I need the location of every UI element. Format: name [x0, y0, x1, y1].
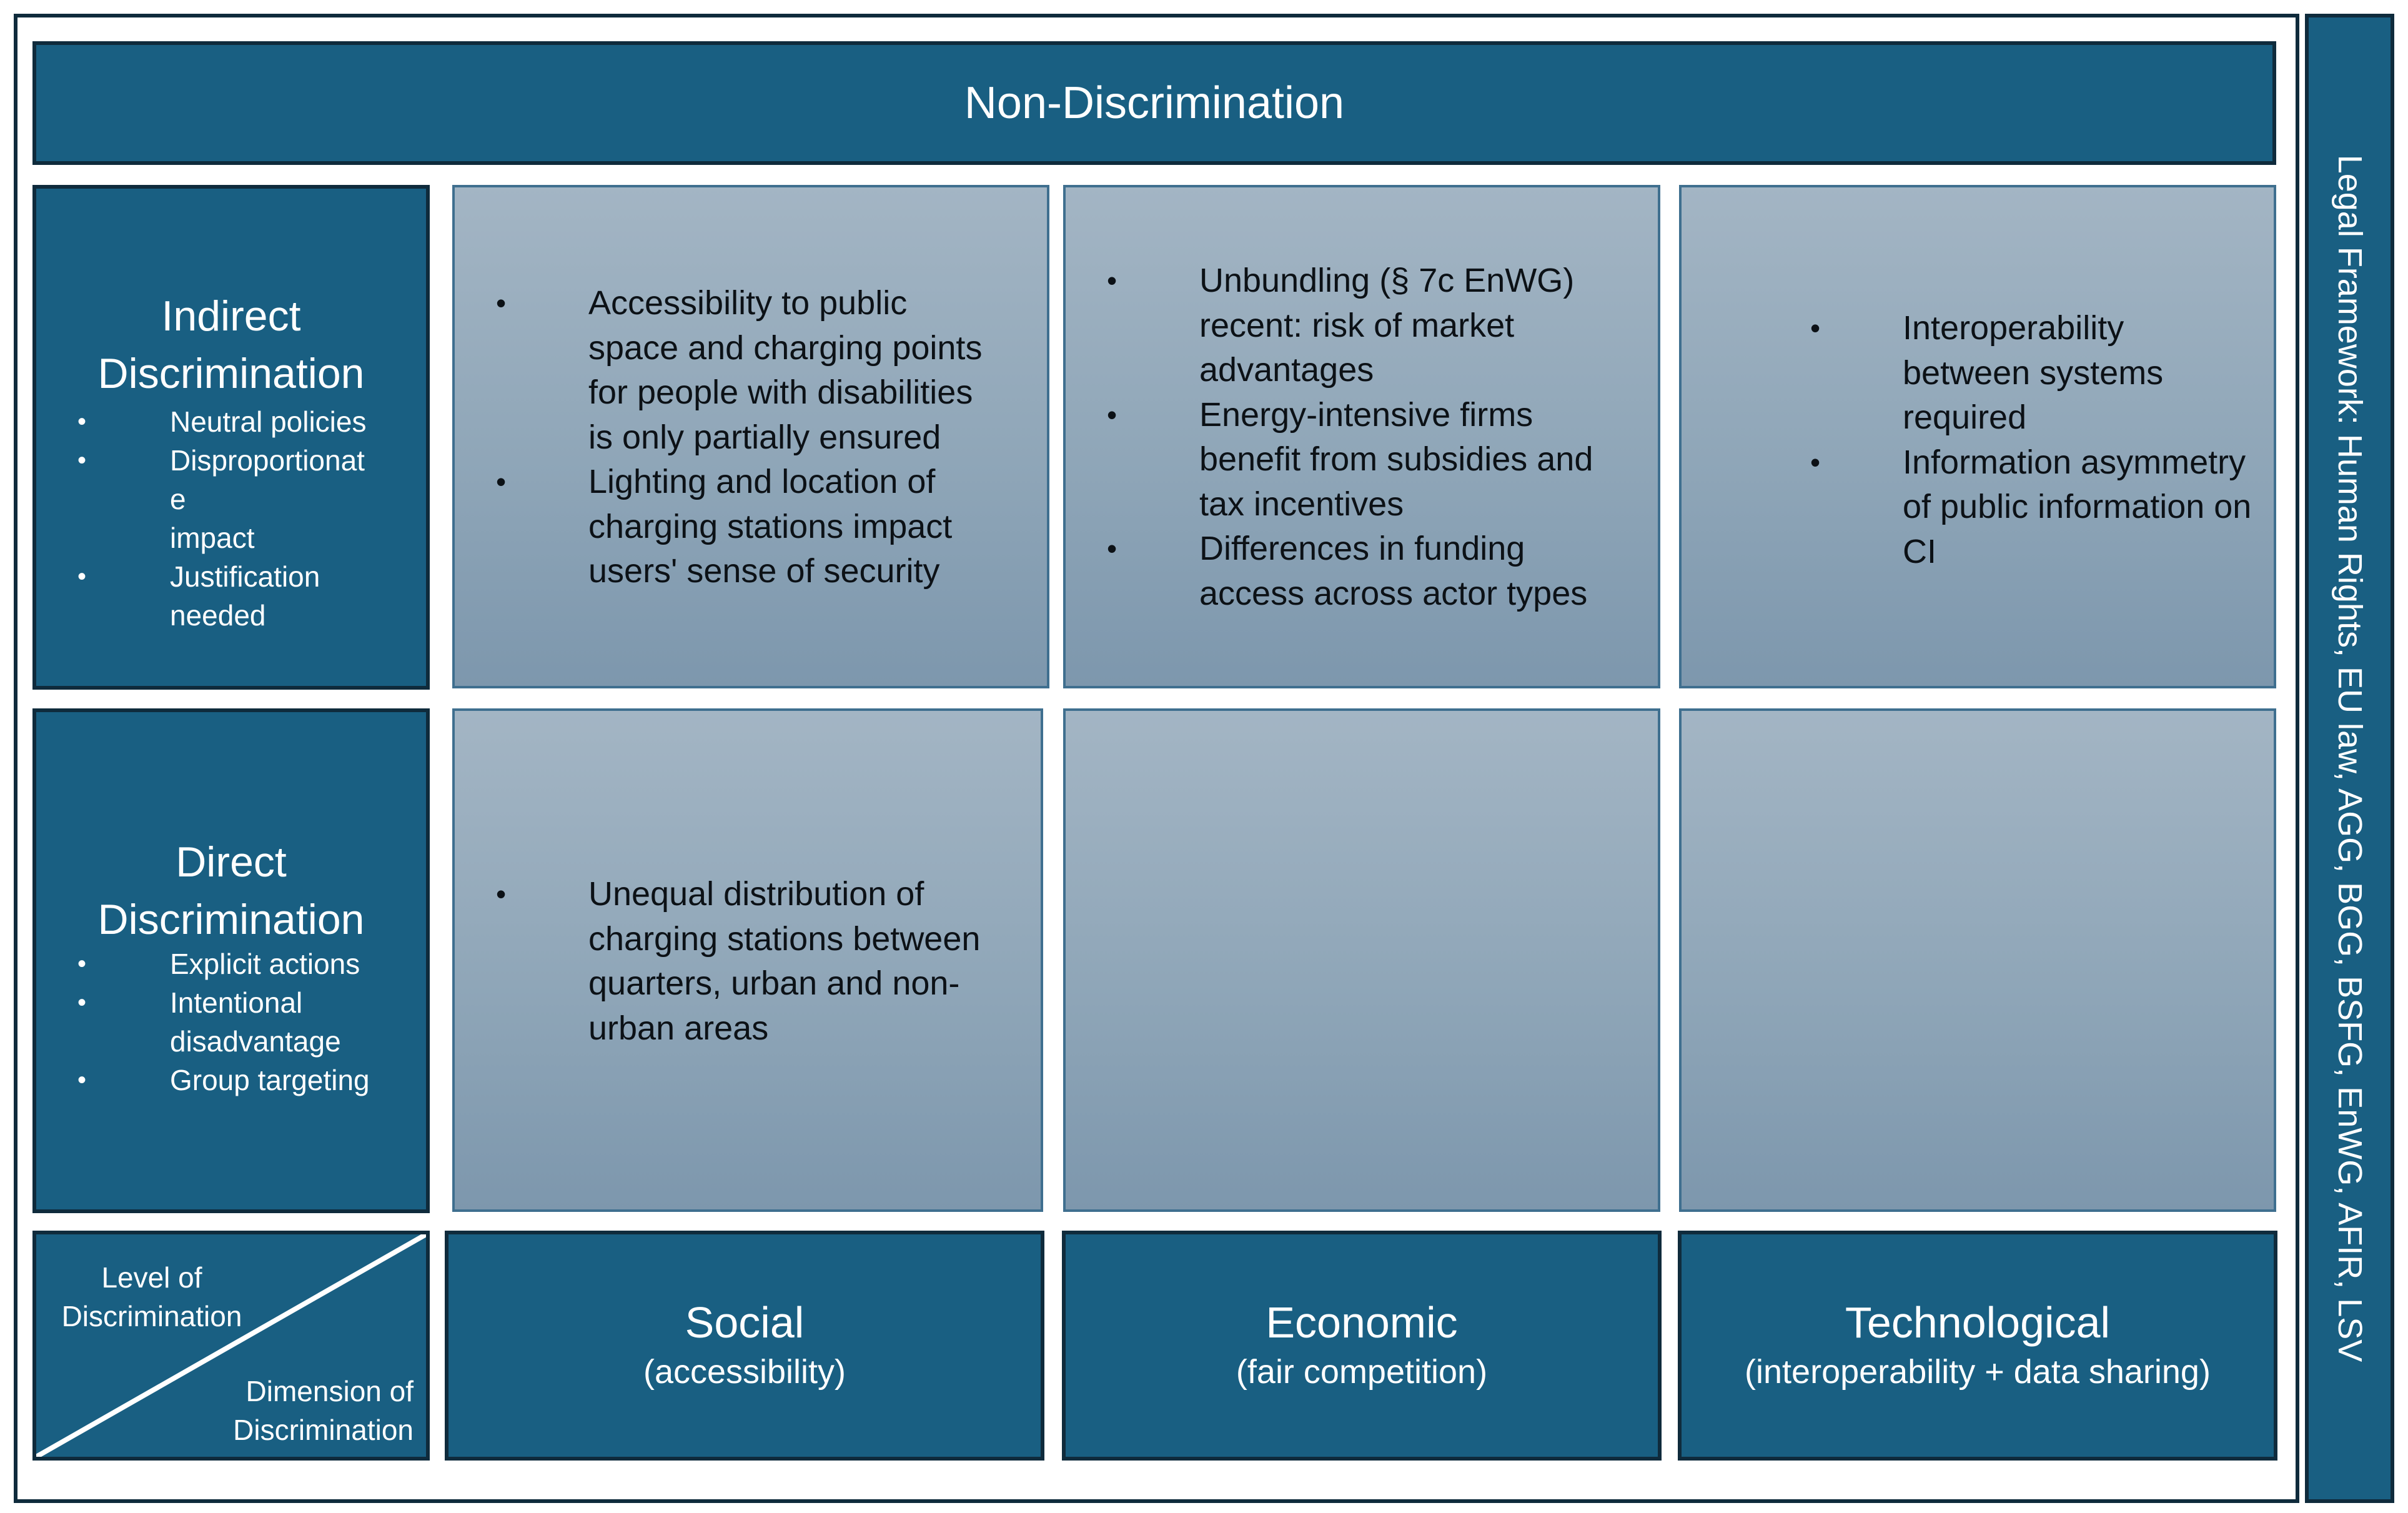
dimension-social: Social (accessibility) [445, 1231, 1044, 1461]
level-bullet: Group targeting [36, 1061, 426, 1099]
non-discrimination-banner: Non-Discrimination [32, 41, 2276, 165]
dimension-subtitle: (fair competition) [1236, 1353, 1488, 1391]
banner-title: Non-Discrimination [964, 78, 1345, 128]
cell-bullet: Interoperability between systems require… [1769, 306, 2178, 440]
cell-indirect-social: Accessibility to public space and chargi… [452, 185, 1049, 688]
axis-corner: Level of Discrimination Dimension of Dis… [32, 1231, 430, 1461]
diagonal-line [36, 1234, 426, 1457]
cell-bullet: Unbundling (§ 7c EnWG) recent: risk of m… [1066, 259, 1612, 393]
dimension-economic: Economic (fair competition) [1062, 1231, 1662, 1461]
cell-direct-technological [1679, 708, 2276, 1212]
cell-bullet-list: Unequal distribution of charging station… [455, 872, 1017, 1051]
dimension-title: Social [685, 1298, 805, 1347]
cell-indirect-economic: Unbundling (§ 7c EnWG) recent: risk of m… [1063, 185, 1660, 688]
level-title-line2: Discrimination [97, 896, 365, 943]
level-axis-label: Level of Discrimination [61, 1261, 242, 1332]
dimension-subtitle: (interoperability + data sharing) [1745, 1353, 2211, 1391]
level-direct: Direct Discrimination Explicit actions I… [32, 708, 430, 1213]
cell-bullet-list: Unbundling (§ 7c EnWG) recent: risk of m… [1066, 259, 1628, 616]
cell-bullet: Information asymmetry of public informat… [1769, 440, 2252, 575]
level-bullet-list: Neutral policies Disproportionat e impac… [36, 402, 426, 635]
level-bullet: Justification needed [36, 557, 320, 635]
level-title-line1: Indirect [161, 292, 301, 340]
cell-bullet-list: Interoperability between systems require… [1682, 306, 2251, 574]
dimension-title: Technological [1845, 1298, 2111, 1347]
level-title-line2: Discrimination [97, 350, 365, 397]
cell-bullet: Accessibility to public space and chargi… [455, 281, 988, 460]
cell-direct-economic [1063, 708, 1660, 1212]
legal-framework-label: Legal Framework: Human Rights, EU law, A… [2331, 154, 2369, 1362]
level-indirect: Indirect Discrimination Neutral policies… [32, 185, 430, 690]
level-bullet: Explicit actions [36, 945, 426, 983]
dimension-title: Economic [1266, 1298, 1458, 1347]
cell-bullet: Energy-intensive firms benefit from subs… [1066, 393, 1630, 527]
cell-bullet: Unequal distribution of charging station… [455, 872, 988, 1051]
cell-bullet-list: Accessibility to public space and chargi… [455, 281, 1017, 594]
level-title-line1: Direct [176, 838, 287, 886]
level-bullet: Intentional disadvantage [36, 983, 341, 1061]
level-bullet-list: Explicit actions Intentional disadvantag… [36, 945, 426, 1099]
level-bullet: Disproportionat e impact [36, 441, 365, 557]
level-bullet: Neutral policies [36, 402, 426, 441]
dimension-technological: Technological (interoperability + data s… [1678, 1231, 2277, 1461]
dimension-subtitle: (accessibility) [643, 1353, 846, 1391]
cell-indirect-technological: Interoperability between systems require… [1679, 185, 2276, 688]
cell-bullet: Differences in funding access across act… [1066, 527, 1612, 616]
cell-direct-social: Unequal distribution of charging station… [452, 708, 1043, 1212]
dimension-axis-label: Dimension of Discrimination [233, 1375, 414, 1446]
legal-framework-banner: Legal Framework: Human Rights, EU law, A… [2305, 14, 2394, 1503]
cell-bullet: Lighting and location of charging statio… [455, 460, 988, 594]
